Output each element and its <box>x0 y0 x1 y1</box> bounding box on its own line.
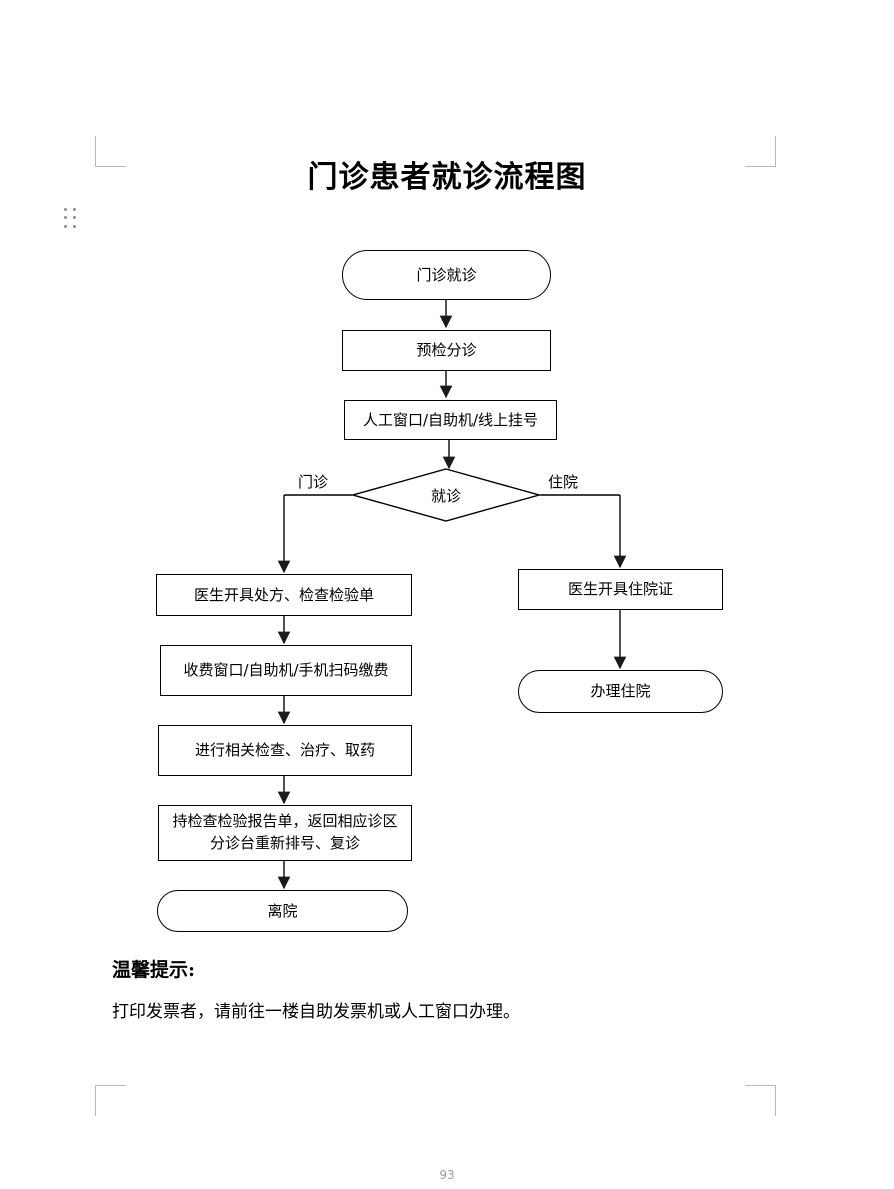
branch-label-inpatient: 住院 <box>548 473 579 491</box>
diamond-shape <box>352 468 540 522</box>
notes-heading: 温馨提示: <box>112 959 196 981</box>
handle-dot <box>73 208 76 211</box>
notes-body: 打印发票者，请前往一楼自助发票机或人工窗口办理。 <box>112 1002 520 1022</box>
flow-node-revisit[interactable]: 持检查检验报告单，返回相应诊区 分诊台重新排号、复诊 <box>158 805 412 861</box>
flow-node-label: 就诊 <box>430 486 461 505</box>
page-title: 门诊患者就诊流程图 <box>307 160 587 195</box>
handle-dot <box>73 224 76 228</box>
flow-node-label: 人工窗口/自助机/线上挂号 <box>362 410 539 429</box>
flow-node-label: 办理住院 <box>590 682 651 701</box>
flow-node-admission-certificate[interactable]: 医生开具住院证 <box>518 569 723 610</box>
flow-node-label: 进行相关检查、治疗、取药 <box>194 741 375 760</box>
flow-node-leave[interactable]: 离院 <box>157 890 408 932</box>
flow-node-label: 收费窗口/自助机/手机扫码缴费 <box>183 661 389 680</box>
flow-node-label: 门诊就诊 <box>416 265 477 284</box>
flow-node-registration[interactable]: 人工窗口/自助机/线上挂号 <box>344 400 557 440</box>
branch-label-outpatient: 门诊 <box>298 473 329 491</box>
flow-node-payment[interactable]: 收费窗口/自助机/手机扫码缴费 <box>160 645 412 696</box>
flow-node-label-line1: 持检查检验报告单，返回相应诊区 <box>172 812 398 831</box>
flow-node-label-line2: 分诊台重新排号、复诊 <box>209 834 360 852</box>
drag-handle-icon[interactable] <box>64 208 78 230</box>
flow-node-admit[interactable]: 办理住院 <box>518 670 723 713</box>
flow-node-start[interactable]: 门诊就诊 <box>342 250 551 300</box>
handle-dot <box>73 216 76 220</box>
flow-node-triage[interactable]: 预检分诊 <box>342 330 551 371</box>
page-number: 93 <box>439 1168 455 1182</box>
handle-dot <box>64 216 67 220</box>
flow-node-decision[interactable]: 就诊 <box>352 468 540 522</box>
flow-node-label: 离院 <box>267 901 298 920</box>
flow-node-prescribe[interactable]: 医生开具处方、检查检验单 <box>156 574 412 616</box>
flow-node-label: 预检分诊 <box>416 341 477 360</box>
flow-node-exam[interactable]: 进行相关检查、治疗、取药 <box>158 725 412 776</box>
handle-dot <box>64 224 67 228</box>
flow-node-label: 医生开具处方、检查检验单 <box>193 585 374 604</box>
handle-dot <box>64 208 67 211</box>
flow-node-label: 医生开具住院证 <box>567 580 673 599</box>
